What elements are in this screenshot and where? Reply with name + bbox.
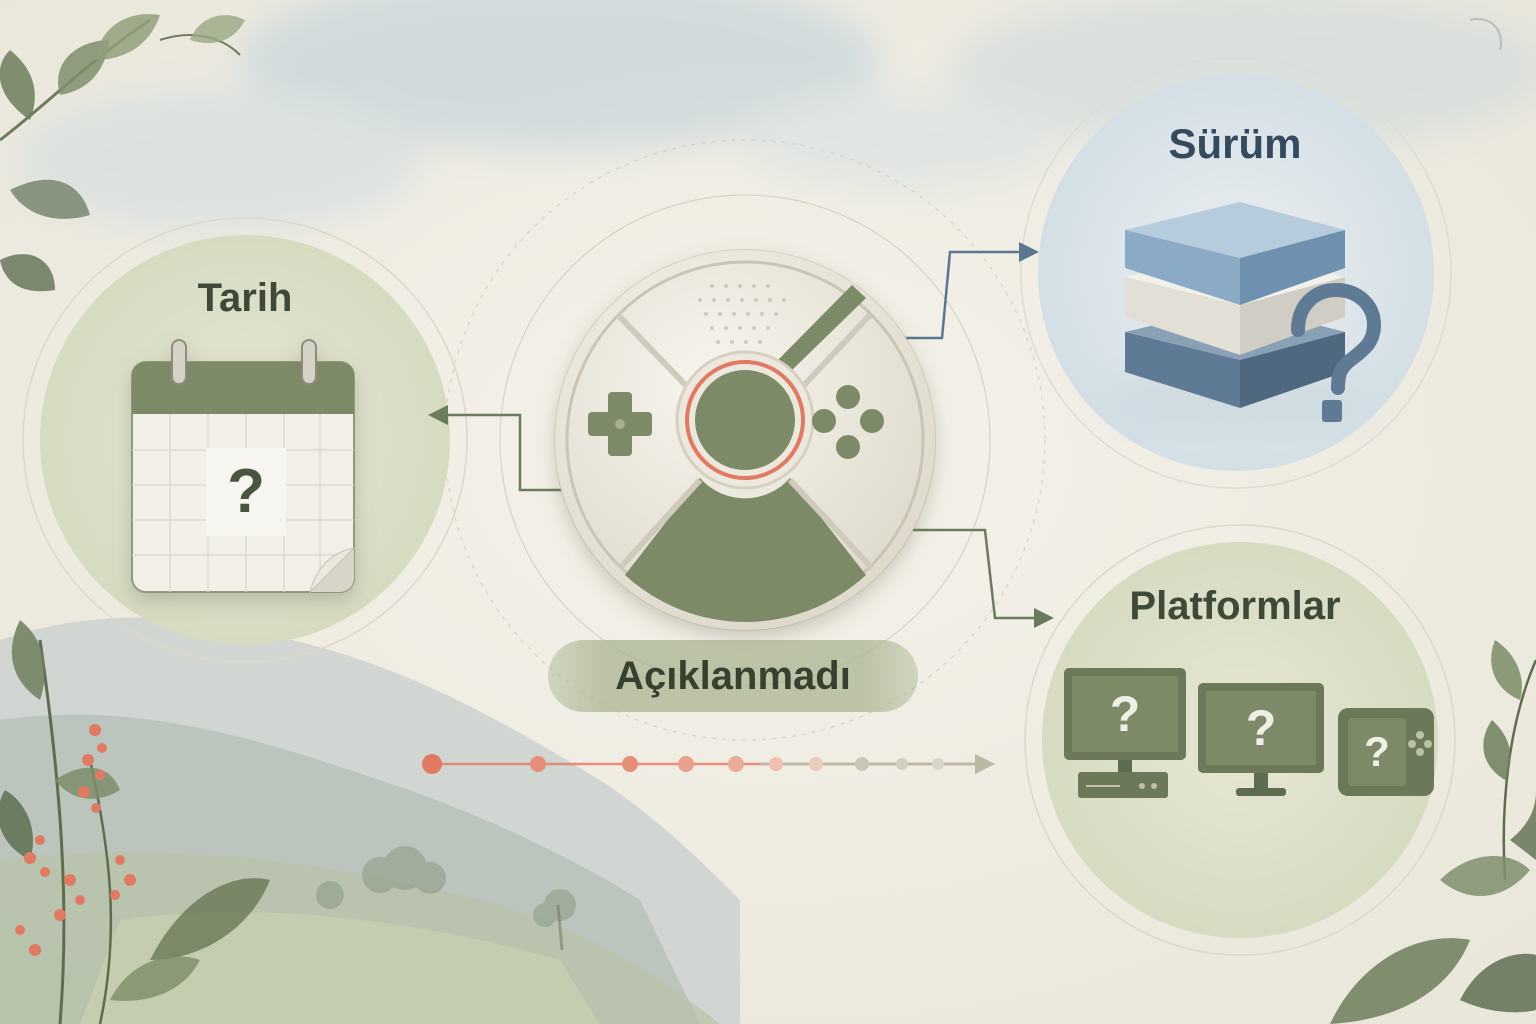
- connectors: [428, 242, 1054, 628]
- arrow-to-platforms: [905, 528, 1054, 628]
- date-node: [22, 217, 468, 663]
- desktop-monitor-icon: [1198, 683, 1324, 796]
- arrow-to-date: [428, 405, 575, 492]
- watercolor-sky: [20, 0, 1536, 230]
- leaves-bottom-left: [0, 620, 270, 1024]
- version-label: Sürüm: [1168, 120, 1302, 167]
- leaves-top-left: [0, 14, 245, 292]
- handheld-question-mark: ?: [1364, 728, 1390, 775]
- calendar-icon: [131, 339, 356, 594]
- handheld-console-icon: [1338, 708, 1434, 796]
- dpad-icon: [588, 392, 652, 456]
- status-badge: Açıklanmadı: [548, 640, 918, 712]
- game-controller-icon: [554, 249, 936, 631]
- monitor-question-mark: ?: [1109, 686, 1141, 742]
- speaker-dots: [698, 284, 786, 344]
- calendar-question-mark: ?: [227, 457, 265, 526]
- monitor-console-icon: [1064, 668, 1186, 798]
- center-button: [695, 370, 795, 470]
- desktop-question-mark: ?: [1245, 700, 1277, 756]
- platforms-node: [1024, 524, 1456, 956]
- status-text: Açıklanmadı: [615, 653, 851, 698]
- platforms-label: Platformlar: [1129, 584, 1341, 628]
- date-label: Tarih: [197, 276, 293, 320]
- layered-stack-icon: [1125, 202, 1382, 422]
- arrow-to-version: [895, 242, 1039, 340]
- leaves-right: [1330, 18, 1536, 1024]
- timeline-dots: [422, 754, 995, 774]
- face-buttons-icon: [812, 385, 884, 459]
- version-node: [1020, 57, 1452, 489]
